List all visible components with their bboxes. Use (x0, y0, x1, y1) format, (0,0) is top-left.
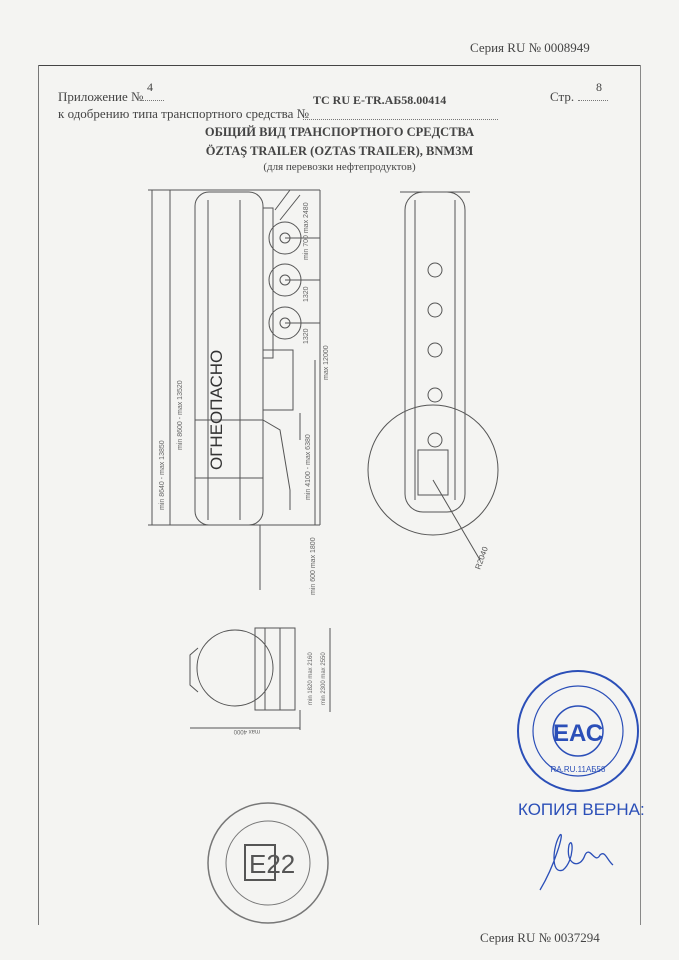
approval-blank (303, 119, 498, 120)
page-blank (578, 100, 608, 101)
dim-width: min 2300 max 2550 (321, 652, 327, 705)
dim-axle-spacing-2: 1320 (303, 328, 310, 344)
stamp-code: E22 (249, 849, 295, 879)
dim-kingpin: min 4100 - max 6380 (305, 434, 312, 500)
appendix-number: 4 (147, 80, 153, 94)
side-view-drawing: ОГНЕОПАСНО min 8640 - max 13850 min 8600… (148, 189, 330, 595)
signature (539, 834, 614, 891)
frame-top-border (38, 65, 641, 66)
authority-round-stamp: E22 (207, 802, 329, 924)
top-view-drawing: R2040 (367, 191, 499, 571)
appendix-label: Приложение № (58, 89, 144, 104)
dim-rear-length: max 12000 (323, 345, 330, 380)
eac-mark: ЕАС (553, 720, 603, 747)
dim-height: max 4000 (233, 728, 260, 734)
frame-right-border (640, 65, 641, 925)
frame-left-border (38, 65, 39, 925)
tank-warning-label: ОГНЕОПАСНО (207, 350, 226, 470)
page-label: Стр. (550, 89, 575, 104)
copy-certified-label: КОПИЯ ВЕРНА: (518, 800, 645, 819)
rear-view-drawing: min 1820 max 2160 min 2300 max 2550 max … (189, 627, 331, 734)
approval-number: ТС RU E-TR.АБ58.00414 (313, 93, 447, 107)
vehicle-purpose: (для перевозки нефтепродуктов) (263, 161, 416, 173)
approval-label: к одобрению типа транспортного средства … (58, 106, 310, 121)
dim-front-overhang: min 700 max 2480 (303, 202, 310, 260)
dim-height-low: min 600 max 1800 (310, 537, 317, 595)
dim-body-length: min 8600 - max 13520 (177, 380, 184, 450)
dim-track: min 1820 max 2160 (308, 652, 314, 705)
series-number-bottom: Серия RU № 0037294 (480, 930, 600, 945)
dim-axle-spacing-1: 1320 (303, 286, 310, 302)
eac-certification-stamp: ЕАС RA.RU.11АБ58 (517, 670, 639, 792)
series-number-top: Серия RU № 0008949 (470, 40, 590, 55)
vehicle-model: ÖZTAŞ TRAILER (OZTAS TRAILER), BNM3M (205, 144, 474, 158)
page-number: 8 (596, 80, 602, 94)
document-title: ОБЩИЙ ВИД ТРАНСПОРТНОГО СРЕДСТВА (204, 125, 475, 139)
dim-radius: R2040 (473, 545, 490, 571)
appendix-blank (140, 100, 164, 101)
eac-number: RA.RU.11АБ58 (551, 765, 606, 774)
dim-overall-length: min 8640 - max 13850 (159, 440, 166, 510)
